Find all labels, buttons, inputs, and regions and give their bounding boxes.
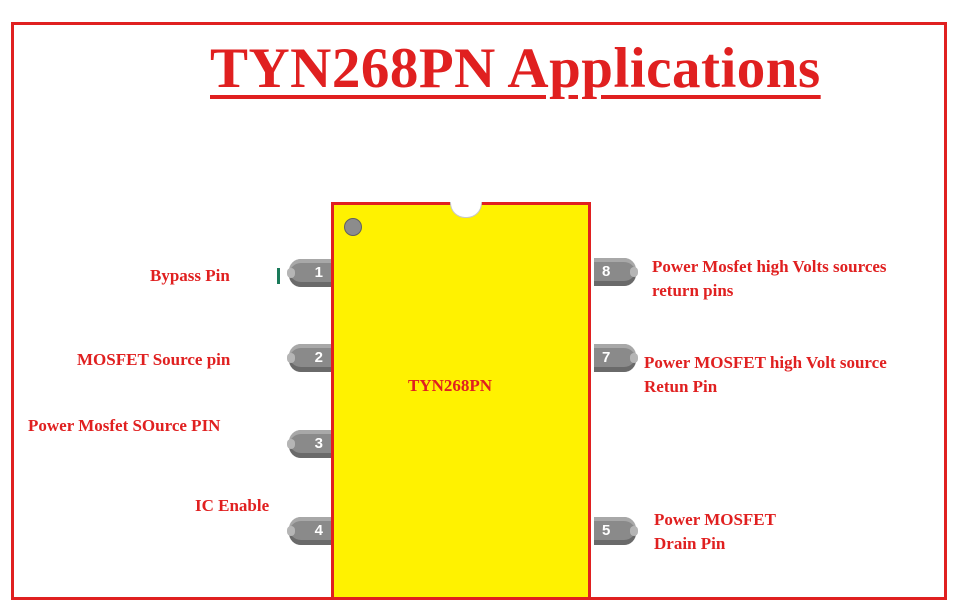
pin-2-label: MOSFET Source pin xyxy=(77,350,231,369)
orientation-notch xyxy=(450,202,482,218)
pin-1: 1 xyxy=(287,259,331,287)
pin-7-label: Power MOSFET high Volt source Retun Pin xyxy=(644,351,887,399)
pin-4-number: 4 xyxy=(314,522,323,539)
pin-3-number: 3 xyxy=(314,435,323,452)
pin-8-label-line1: Power Mosfet high Volts sources xyxy=(652,257,887,276)
pin-8-label: Power Mosfet high Volts sources return p… xyxy=(652,255,887,303)
pin-7-label-line2: Retun Pin xyxy=(644,377,718,396)
ic-package: TYN268PN xyxy=(331,202,591,600)
pin-5-label: Power MOSFET Drain Pin xyxy=(654,508,776,556)
pin-7-label-line1: Power MOSFET high Volt source xyxy=(644,353,887,372)
chip-label: TYN268PN xyxy=(408,376,493,395)
pin-5-number: 5 xyxy=(602,522,611,539)
pin-5-label-line1: Power MOSFET xyxy=(654,510,776,529)
pin-2: 2 xyxy=(287,344,331,372)
pin-7: 7 xyxy=(594,344,638,372)
pin1-indicator-dot xyxy=(344,218,362,236)
pin-1-label: Bypass Pin xyxy=(150,266,230,285)
pin-4-label: IC Enable xyxy=(195,496,270,515)
pin-1-number: 1 xyxy=(314,264,323,281)
pin-2-number: 2 xyxy=(314,349,323,366)
pin-3-label: Power Mosfet SOurce PIN xyxy=(28,416,221,435)
pin-8-label-line2: return pins xyxy=(652,281,734,300)
pin-5-label-line2: Drain Pin xyxy=(654,534,726,553)
pin-8: 8 xyxy=(594,258,638,286)
pin-5: 5 xyxy=(594,517,638,545)
page-title: TYN268PN Applications xyxy=(210,37,821,100)
marker-tick xyxy=(277,268,280,284)
pin-3: 3 xyxy=(287,430,331,458)
pin-8-number: 8 xyxy=(602,263,611,280)
pin-4: 4 xyxy=(287,517,331,545)
pin-7-number: 7 xyxy=(602,349,611,366)
